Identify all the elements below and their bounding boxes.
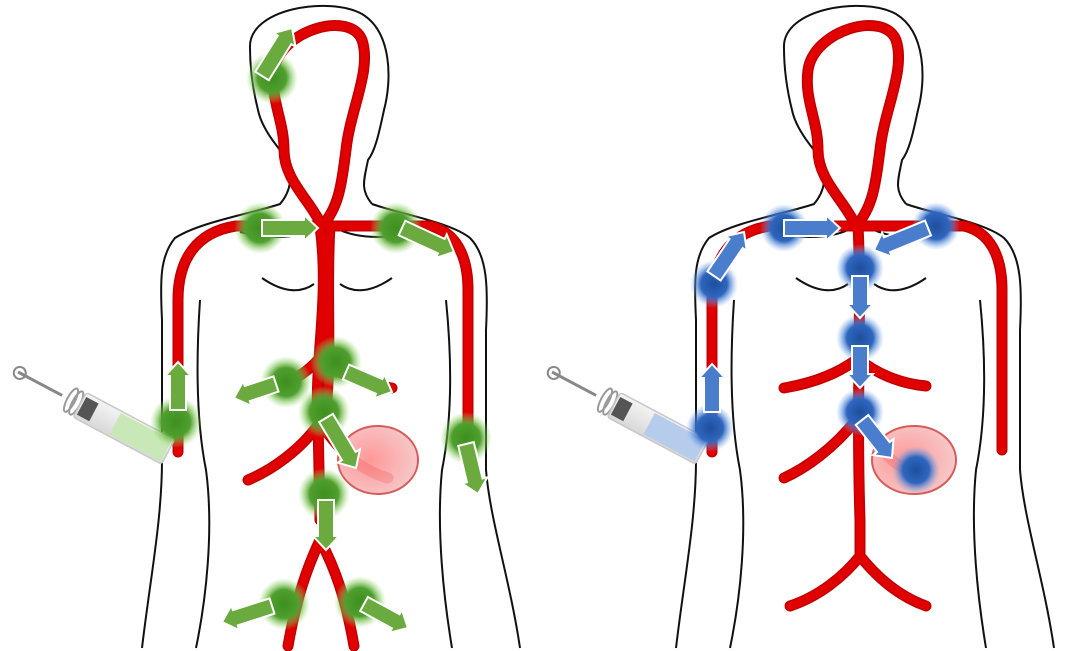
torso-left-outline (142, 460, 162, 648)
flow-arrow (230, 372, 280, 411)
chest-contour (262, 278, 314, 290)
flow-arrow (699, 364, 725, 412)
torso-left-outline (676, 460, 696, 648)
torso-right-outline (906, 204, 1054, 648)
blue-tracer-spot (892, 446, 940, 494)
arm-inner-right (440, 300, 452, 648)
syringe (8, 358, 175, 464)
left-panel (8, 6, 520, 648)
arm-inner-right (974, 300, 986, 648)
arm-inner-left (196, 300, 209, 648)
chest-contour (340, 278, 392, 290)
right-panel (542, 6, 1054, 648)
syringe (542, 358, 709, 464)
arm-inner-left (730, 300, 743, 648)
artery-network (178, 26, 468, 646)
chest-contour (874, 278, 926, 290)
flow-arrow (218, 594, 276, 635)
